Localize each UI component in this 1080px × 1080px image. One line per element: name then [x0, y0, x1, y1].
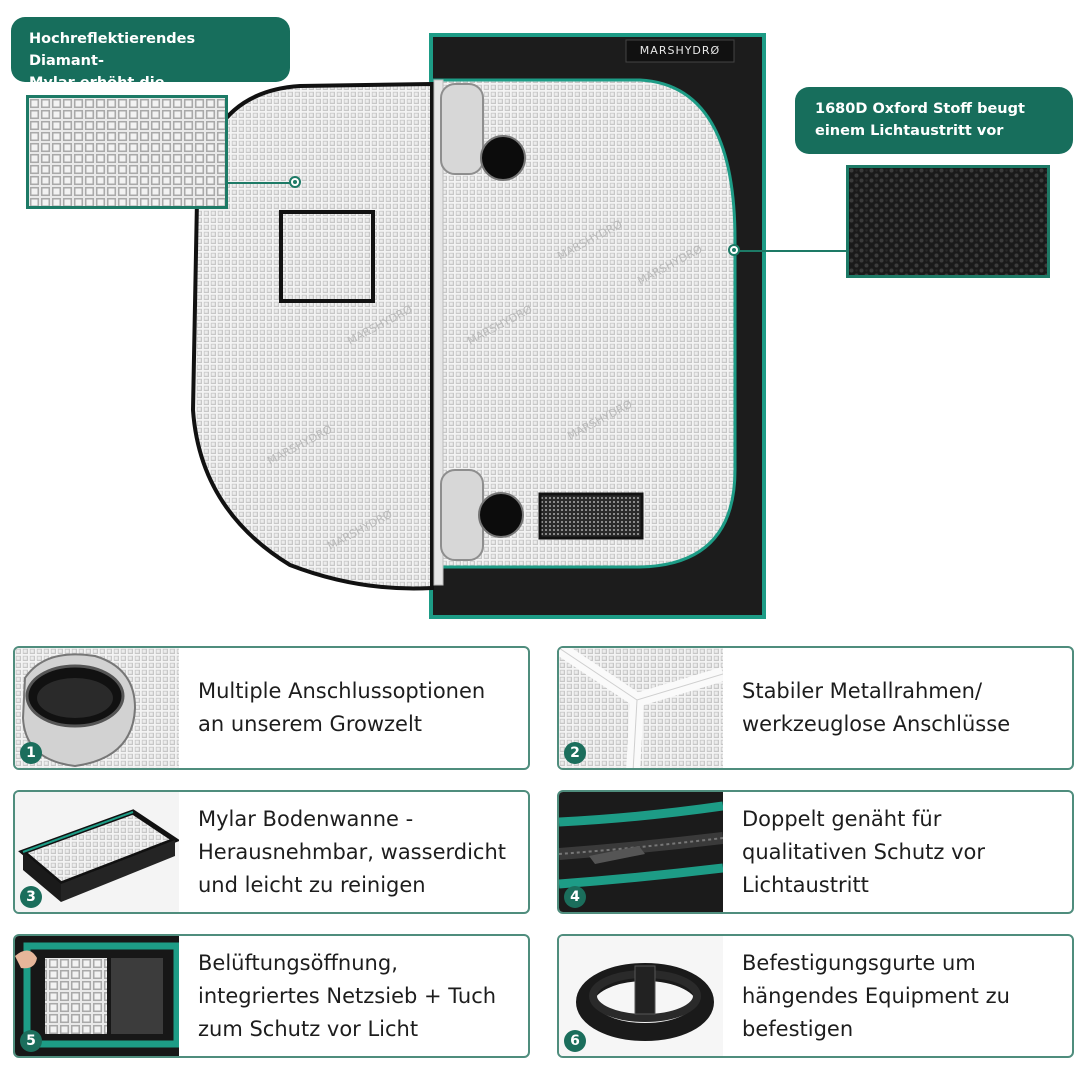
duct-port-image	[15, 648, 179, 768]
feature-card-3: 3 Mylar Bodenwanne - Herausnehmbar, wass…	[13, 790, 530, 914]
mylar-connector-line	[228, 182, 294, 184]
brand-logo: MARSHYDRØ	[639, 44, 721, 57]
oxford-connector-dot	[728, 244, 740, 256]
grow-tent-illustration: MARSHYDRØ MARSHYDRØ MARSHYDRØ MARSHYDRØ …	[190, 33, 766, 619]
mylar-connector-dot	[289, 176, 301, 188]
oxford-callout-line2: einem Lichtaustritt vor	[815, 123, 1004, 139]
oxford-callout-line1: 1680D Oxford Stoff beugt	[815, 101, 1025, 117]
feature-card-4: 4 Doppelt genäht für qualitativen Schutz…	[557, 790, 1074, 914]
feature-card-1: 1 Multiple Anschlussoptionen an unserem …	[13, 646, 530, 770]
vent-window-image	[15, 936, 179, 1056]
feature-text: Befestigungsgurte um hängendes Equipment…	[742, 950, 1010, 1041]
feature-number-badge: 2	[564, 742, 586, 764]
feature-number-badge: 4	[564, 886, 586, 908]
feature-text: Doppelt genäht für qualitativen Schutz v…	[742, 806, 986, 897]
feature-text: Multiple Anschlussoptionen an unserem Gr…	[198, 679, 486, 736]
metal-frame-image	[559, 648, 723, 768]
feature-card-5: 5 Belüftungsöffnung, integriertes Netzsi…	[13, 934, 530, 1058]
feature-number-badge: 3	[20, 886, 42, 908]
oxford-connector-line	[738, 250, 846, 252]
mylar-callout-line1: Hochreflektierendes Diamant-	[29, 31, 196, 69]
oxford-texture	[849, 168, 1047, 275]
feature-text: Stabiler Metallrahmen/ werkzeuglose Ansc…	[742, 679, 1011, 736]
feature-card-6: 6 Befestigungsgurte um hängendes Equipme…	[557, 934, 1074, 1058]
oxford-callout: 1680D Oxford Stoff beugt einem Lichtaust…	[795, 87, 1073, 154]
mylar-swatch	[26, 95, 228, 209]
feature-card-2: 2 Stabiler Metallrahmen/ werkzeuglose An…	[557, 646, 1074, 770]
feature-number-badge: 5	[20, 1030, 42, 1052]
straps-image	[559, 936, 723, 1056]
mylar-callout: Hochreflektierendes Diamant- Mylar erhöh…	[11, 17, 290, 113]
mylar-texture	[29, 98, 225, 206]
feature-number-badge: 6	[564, 1030, 586, 1052]
oxford-swatch	[846, 165, 1050, 278]
floor-tray-image	[15, 792, 179, 912]
double-stitch-image	[559, 792, 723, 912]
feature-text: Belüftungsöffnung, integriertes Netzsieb…	[198, 950, 497, 1041]
feature-text: Mylar Bodenwanne - Herausnehmbar, wasser…	[198, 806, 507, 897]
feature-number-badge: 1	[20, 742, 42, 764]
